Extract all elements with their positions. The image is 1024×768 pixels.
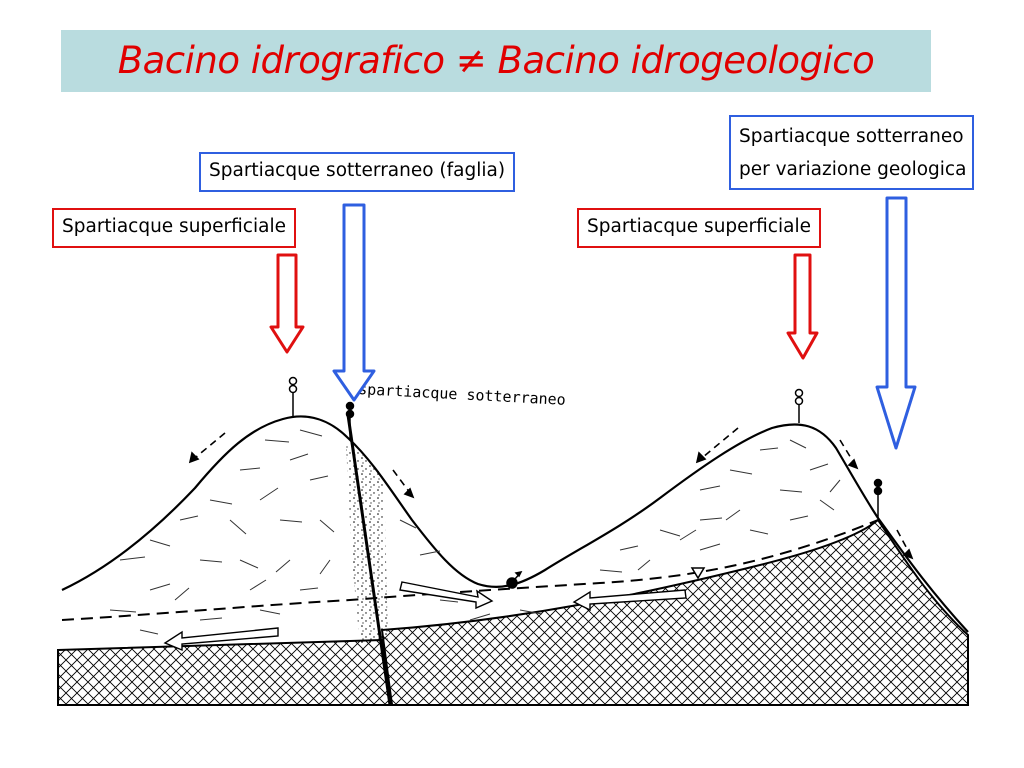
label-superficiale-left: Spartiacque superficiale	[52, 208, 296, 248]
rock-texture-right	[399, 439, 841, 621]
water-level-triangle	[690, 567, 706, 580]
superficiale-left-arrow	[269, 253, 305, 354]
summit-markers	[288, 376, 804, 423]
spring-symbol	[506, 570, 523, 589]
faglia-arrow	[332, 203, 376, 402]
groundwater-flow-arrows	[163, 581, 687, 652]
label-text: Spartiacque superficiale	[587, 216, 811, 237]
label-sotterraneo-faglia: Spartiacque sotterraneo (faglia)	[199, 152, 516, 192]
groundwater-divide-markers	[345, 401, 883, 518]
bedrock-right	[380, 518, 969, 706]
superficiale-right-arrow	[786, 253, 819, 360]
geologica-arrow	[875, 196, 917, 450]
label-sotterraneo-geologica: Spartiacque sotterraneo per variazione g…	[729, 115, 975, 190]
title-banner: Bacino idrografico ≠ Bacino idrogeologic…	[61, 30, 931, 92]
label-text: Spartiacque superficiale	[62, 216, 286, 237]
water-table	[61, 519, 879, 621]
fault-line	[346, 414, 392, 706]
label-text-line2: per variazione geologica	[739, 159, 967, 180]
runoff-arrows	[188, 427, 914, 560]
label-text: Spartiacque sotterraneo (faglia)	[209, 160, 506, 181]
sketch-annotation: spartiacque sotterraneo	[358, 380, 566, 409]
label-text-line1: Spartiacque sotterraneo	[739, 126, 964, 147]
bedrock-left	[57, 638, 394, 706]
rock-texture-left	[109, 429, 335, 635]
slide-title: Bacino idrografico ≠ Bacino idrogeologic…	[117, 39, 875, 82]
label-superficiale-right: Spartiacque superficiale	[577, 208, 821, 248]
